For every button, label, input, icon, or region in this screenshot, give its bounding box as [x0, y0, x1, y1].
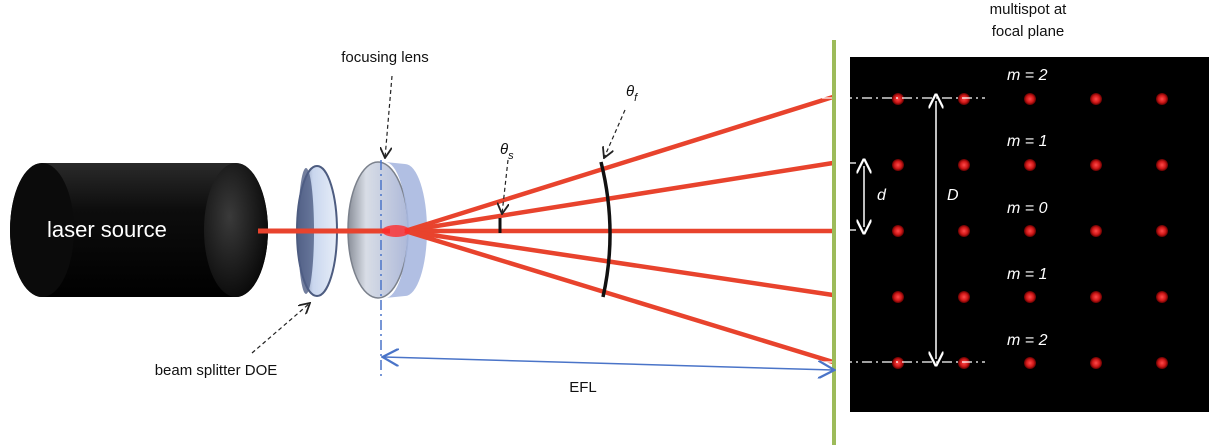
diffracted-beam — [404, 94, 834, 234]
focal-spot — [1156, 357, 1168, 369]
focal-spot — [1024, 291, 1036, 303]
focusing-lens-label: focusing lens — [341, 49, 429, 66]
focal-spot — [1090, 93, 1102, 105]
focal-spot — [958, 357, 970, 369]
beam-splitter-pointer — [251, 303, 310, 354]
focal-spot — [1090, 357, 1102, 369]
focal-spot — [892, 225, 904, 237]
order-label-lower: m = 1 — [1007, 266, 1047, 283]
laser-source-label: laser source — [47, 217, 167, 242]
order-label-bottom: m = 2 — [1007, 332, 1048, 349]
focal-spot — [958, 225, 970, 237]
focus-glow — [382, 225, 410, 237]
focal-spot — [1090, 225, 1102, 237]
multispot-caption-line2: focal plane — [992, 23, 1065, 40]
focal-spot — [1090, 159, 1102, 171]
diffracted-beam — [404, 160, 834, 234]
focal-spot — [1090, 291, 1102, 303]
focal-spot — [892, 357, 904, 369]
focal-spot — [1156, 225, 1168, 237]
diffracted-beam — [404, 228, 834, 365]
focal-spot — [1024, 357, 1036, 369]
theta-s-label: θs — [500, 141, 514, 162]
theta-s-marker: θs — [500, 141, 514, 233]
theta-f-label: θf — [626, 83, 638, 104]
focal-plane-screen — [832, 40, 836, 445]
focal-spot — [1156, 159, 1168, 171]
order-label-center: m = 0 — [1007, 200, 1048, 217]
focusing-lens-pointer — [385, 75, 393, 158]
D-label: D — [947, 187, 959, 204]
multispot-caption-line1: multispot at — [990, 1, 1068, 18]
order-label-upper: m = 1 — [1007, 133, 1047, 150]
spot-grid — [892, 93, 1168, 369]
efl-arrow — [384, 357, 833, 370]
focal-spot — [958, 159, 970, 171]
focal-spot — [892, 159, 904, 171]
diffracted-beam — [404, 228, 834, 298]
focal-spot — [1024, 225, 1036, 237]
beam-group — [258, 94, 834, 365]
d-label: d — [877, 187, 887, 204]
focal-spot — [892, 93, 904, 105]
efl-label: EFL — [569, 379, 597, 396]
focal-spot — [1156, 291, 1168, 303]
theta-f-marker: θf — [599, 83, 638, 298]
focal-spot — [1024, 159, 1036, 171]
order-label-top: m = 2 — [1007, 67, 1048, 84]
focal-spot — [892, 291, 904, 303]
laser-source: laser source — [10, 163, 268, 297]
focal-spot — [1024, 93, 1036, 105]
focal-spot — [1156, 93, 1168, 105]
focal-spot — [958, 93, 970, 105]
focal-spot — [958, 291, 970, 303]
beam-splitter-label: beam splitter DOE — [155, 362, 278, 379]
